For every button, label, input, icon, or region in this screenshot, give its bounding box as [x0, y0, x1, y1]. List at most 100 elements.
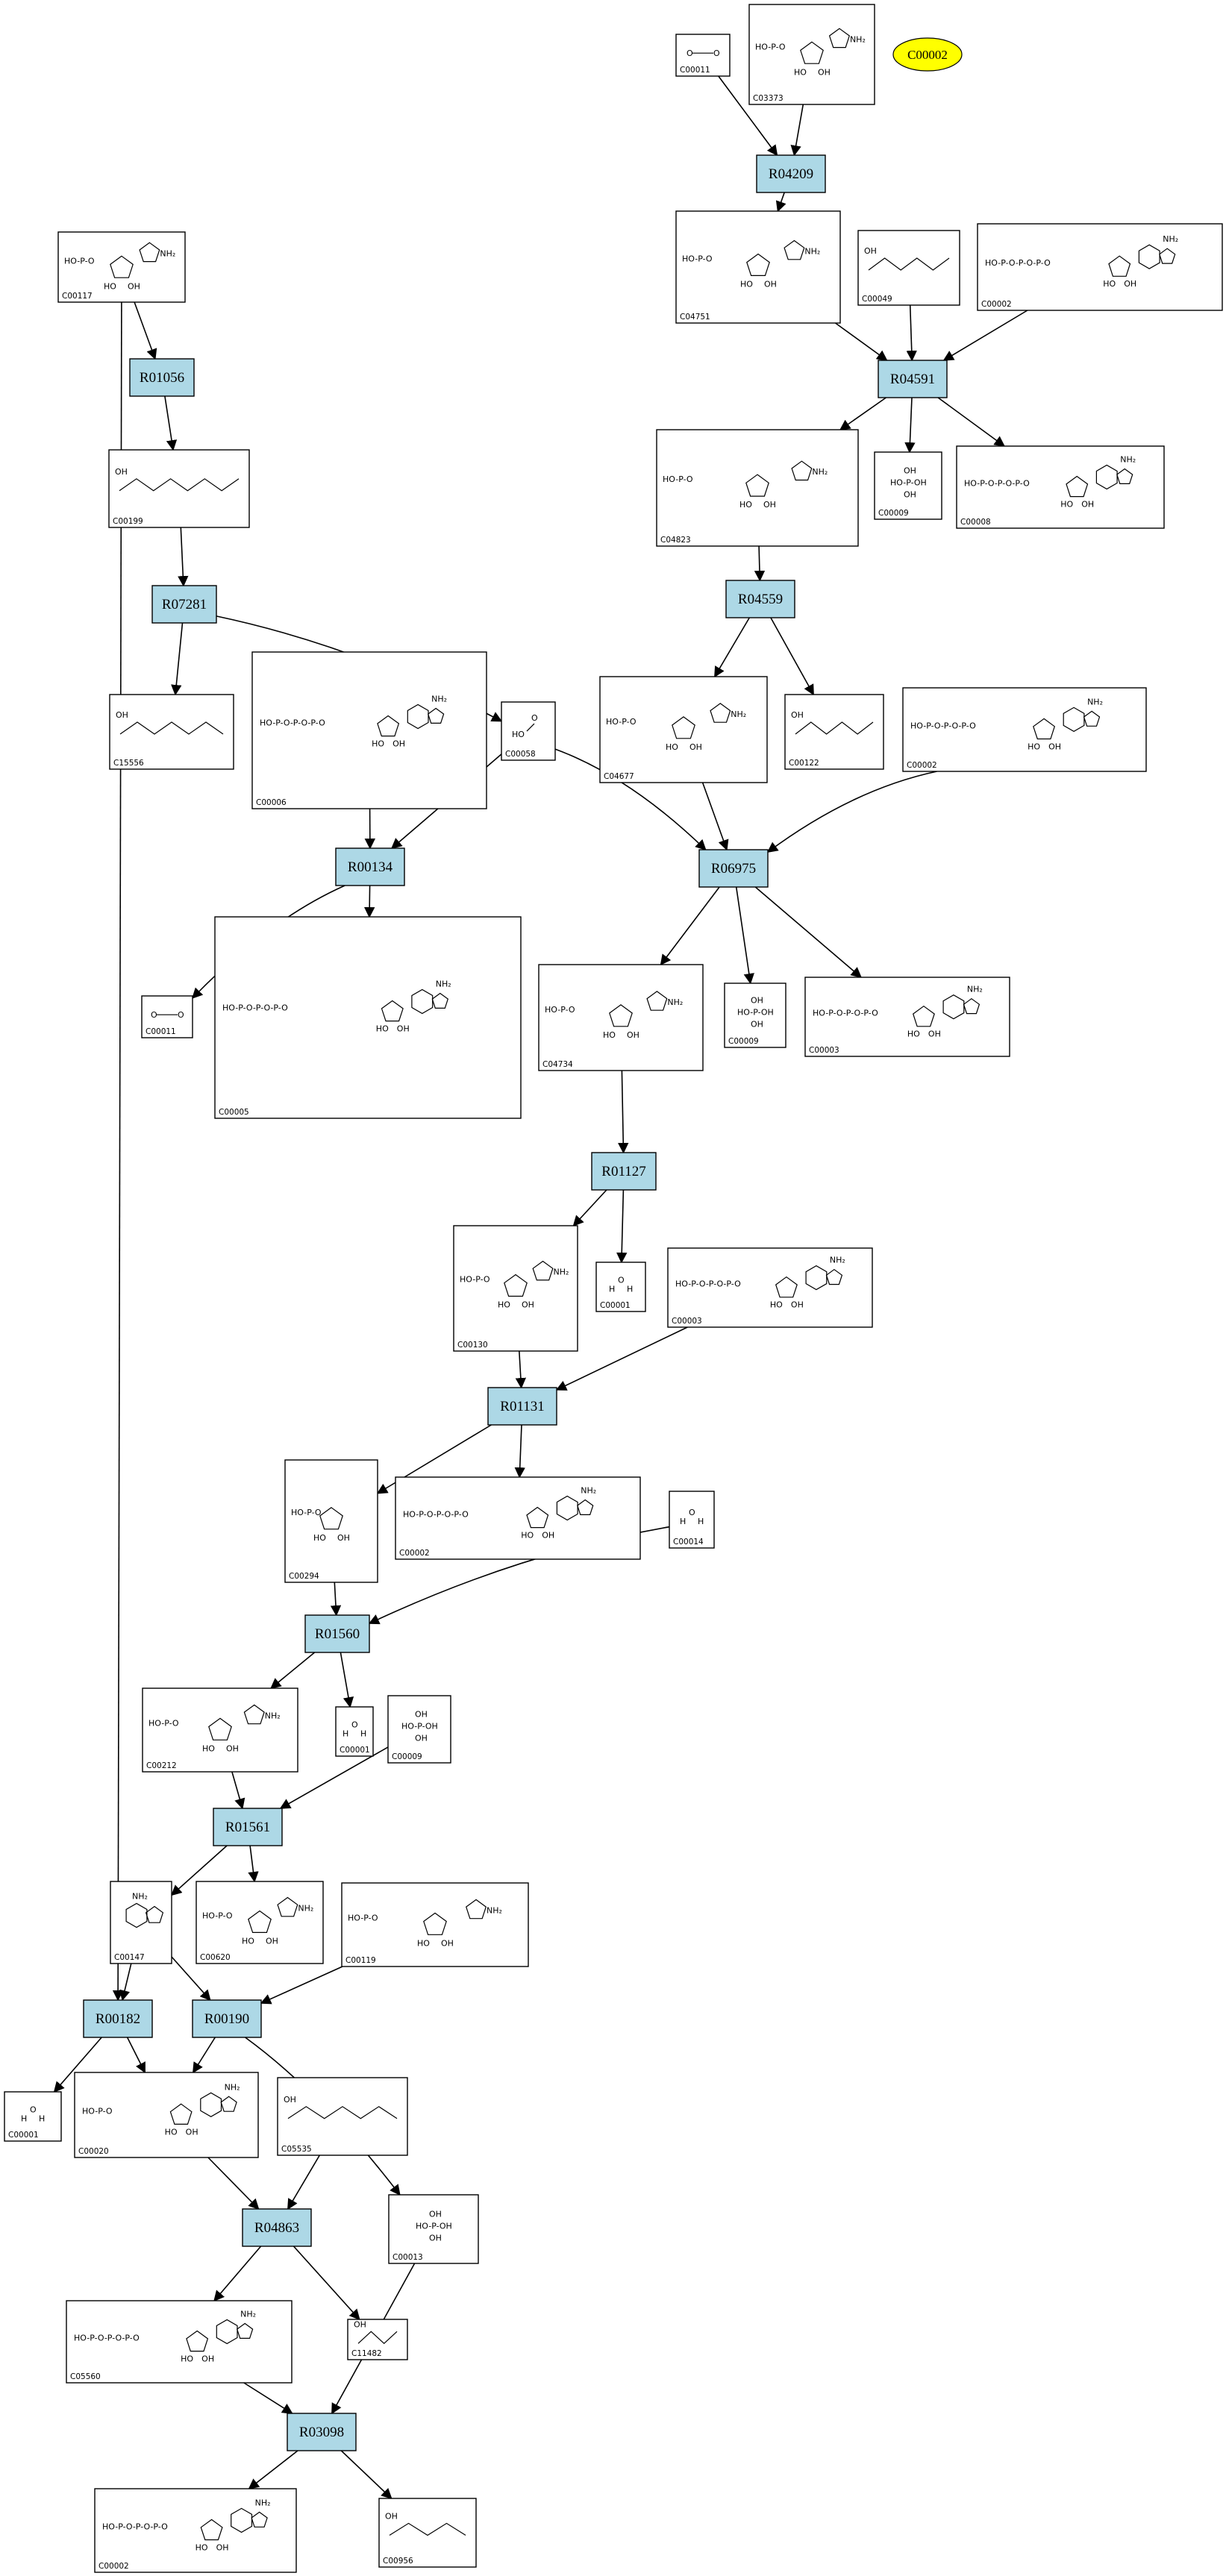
compound-label: C00212: [146, 1761, 177, 1770]
compound-label: C04751: [680, 313, 710, 322]
compound-label: C00002: [98, 2562, 129, 2571]
svg-text:OH: OH: [522, 1300, 534, 1310]
legend-ellipse: [892, 37, 963, 72]
svg-text:O: O: [713, 48, 720, 58]
svg-text:HO-P-O-P-O-P-O: HO-P-O-P-O-P-O: [403, 1510, 469, 1520]
compound-box: [857, 230, 960, 306]
structure-glyph: OH: [116, 710, 224, 735]
compound-box: [335, 1706, 374, 1757]
reaction-box: [213, 1808, 283, 1846]
edge-arrow: [340, 2450, 392, 2499]
edge-arrow: [754, 886, 862, 978]
edge-arrow: [193, 2037, 216, 2074]
reaction-node[interactable]: R04591: [878, 360, 948, 398]
compound-box: [656, 429, 859, 547]
reaction-label: R04863: [254, 2220, 299, 2236]
reaction-node[interactable]: R01127: [591, 1152, 657, 1191]
compound-box: [347, 2319, 408, 2360]
edge-arrow: [126, 2037, 146, 2074]
reaction-node[interactable]: R03098: [287, 2413, 357, 2451]
svg-text:NH₂: NH₂: [487, 1905, 502, 1915]
reaction-node[interactable]: R00182: [83, 1999, 153, 2038]
edge-arrow: [363, 885, 375, 918]
edge-arrow: [906, 304, 917, 362]
svg-text:OH: OH: [791, 1300, 804, 1310]
svg-text:HO: HO: [603, 1030, 616, 1040]
reaction-node[interactable]: R00134: [335, 847, 405, 886]
svg-text:HO: HO: [181, 2354, 193, 2364]
svg-text:NH₂: NH₂: [132, 1892, 148, 1902]
svg-text:HO-P-O: HO-P-O: [606, 717, 637, 727]
structure-glyph: OH: [115, 467, 240, 492]
reaction-node[interactable]: R01560: [304, 1614, 370, 1653]
structure-glyph: HOH: [680, 1508, 704, 1526]
svg-text:HO: HO: [372, 739, 384, 749]
svg-text:OH: OH: [751, 1020, 763, 1030]
compound-box: [277, 2077, 408, 2156]
reaction-box: [725, 580, 795, 618]
reaction-node[interactable]: R04559: [725, 580, 795, 618]
legend: C00002: [892, 37, 963, 72]
reaction-node[interactable]: R00190: [192, 1999, 262, 2038]
reaction-node[interactable]: R04209: [756, 154, 826, 193]
reaction-node[interactable]: R01561: [213, 1808, 283, 1846]
compound-box: [141, 995, 193, 1038]
compound-label: C00009: [392, 1752, 422, 1761]
svg-text:OH: OH: [415, 1734, 428, 1743]
reaction-node[interactable]: R01131: [487, 1387, 557, 1426]
compound-label: C05560: [70, 2372, 101, 2381]
reaction-node[interactable]: R01056: [129, 358, 195, 397]
reaction-node[interactable]: R06975: [698, 849, 769, 888]
compound-label: C00130: [457, 1341, 488, 1350]
reaction-node[interactable]: R07281: [151, 585, 217, 624]
edge-arrow: [904, 397, 916, 454]
svg-text:H: H: [609, 1285, 615, 1294]
reaction-node[interactable]: R04863: [242, 2208, 312, 2247]
svg-text:H: H: [343, 1729, 348, 1739]
svg-text:OH: OH: [542, 1531, 554, 1541]
